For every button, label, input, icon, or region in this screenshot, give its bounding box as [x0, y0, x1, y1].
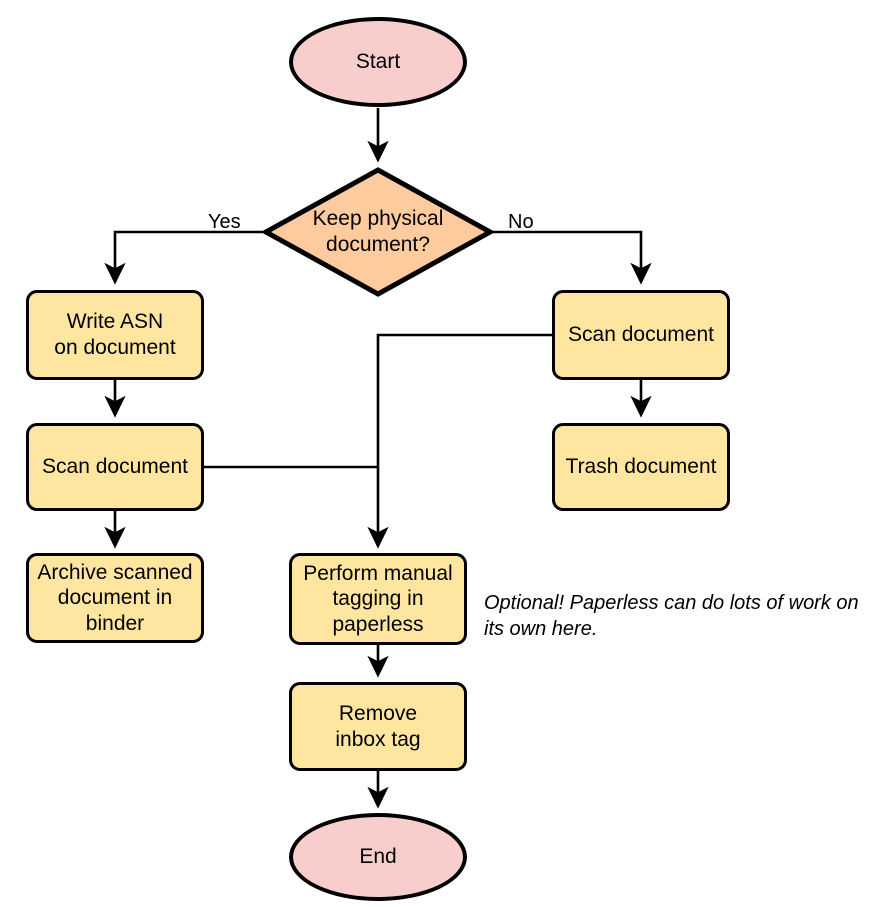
edge-label-yes: Yes — [208, 211, 241, 233]
node-write-asn-label: Write ASN on document — [54, 310, 176, 359]
node-manual-tagging-label: Perform manual tagging in paperless — [303, 561, 453, 636]
node-archive-scanned-document-in-binder[interactable]: Archive scanned document in binder — [26, 553, 204, 643]
node-end[interactable]: End — [289, 813, 467, 901]
node-scan-document-right-label: Scan document — [568, 323, 714, 347]
node-decision-keep-physical-document[interactable]: Keep physical document? — [263, 167, 493, 297]
node-scan-document-left-label: Scan document — [42, 455, 188, 479]
edge-decision-yes-to-write-asn — [104, 230, 263, 285]
node-scan-document-left[interactable]: Scan document — [26, 423, 204, 511]
node-scan-document-right[interactable]: Scan document — [552, 290, 730, 380]
node-remove-inbox-tag-label: Remove inbox tag — [335, 701, 421, 751]
node-remove-inbox-tag[interactable]: Remove inbox tag — [289, 682, 467, 771]
diamond-shape — [263, 167, 493, 297]
edge-scan-right-to-manual-tagging — [367, 333, 552, 549]
edge-decision-no-to-scan-right — [493, 230, 652, 285]
annotation-optional-note: Optional! Paperless can do lots of work … — [484, 592, 859, 640]
node-decision-label: Keep physical document? — [312, 207, 444, 256]
node-start-label: Start — [355, 50, 401, 74]
node-start[interactable]: Start — [289, 17, 467, 107]
edge-label-no: No — [508, 211, 534, 233]
node-write-asn-on-document[interactable]: Write ASN on document — [26, 290, 204, 380]
node-end-label: End — [359, 845, 397, 869]
node-perform-manual-tagging[interactable]: Perform manual tagging in paperless — [289, 553, 467, 645]
node-archive-binder-label: Archive scanned document in binder — [37, 560, 193, 635]
node-trash-document-label: Trash document — [565, 455, 717, 479]
node-trash-document[interactable]: Trash document — [552, 423, 730, 511]
